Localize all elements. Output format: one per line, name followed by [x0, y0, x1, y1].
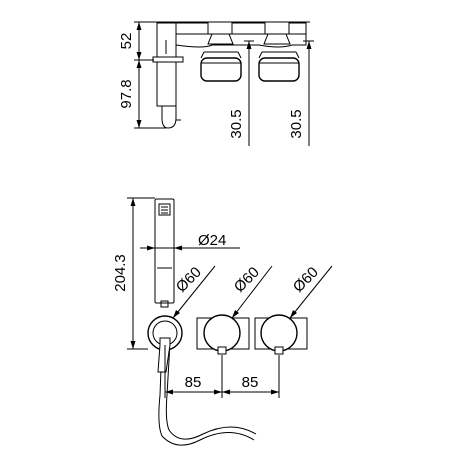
dim-97-8-label: 97.8	[118, 79, 135, 108]
dim-204-3-label: 204.3	[112, 254, 129, 292]
left-handle-front	[196, 314, 250, 355]
dim-30-5-right-label: 30.5	[288, 109, 305, 138]
dim-spacing-85-right-label: 85	[242, 374, 259, 391]
dim-line-projection-right	[303, 40, 314, 146]
leader-handshower-diameter	[140, 245, 240, 251]
dim-diameter-60-right-handle-label: Ø60	[290, 264, 322, 296]
leader-left-handle-diameter	[231, 265, 273, 319]
front-view: 204.3 Ø24 Ø60 Ø60 Ø60	[112, 197, 333, 446]
dim-line-height-top	[134, 21, 166, 129]
dim-spacing-85-left-label: 85	[185, 374, 202, 391]
left-handle-top	[200, 21, 242, 82]
handshower-front	[154, 198, 175, 308]
dim-30-5-left-label: 30.5	[228, 109, 245, 138]
right-handle-top	[258, 21, 300, 82]
top-view: 52 97.8 30.5 30.5	[118, 21, 314, 146]
dim-line-handle-spacing	[164, 345, 280, 398]
dim-diameter-24-label: Ø24	[198, 232, 226, 249]
dim-line-handshower-height	[127, 197, 155, 350]
right-handle-front	[254, 314, 308, 355]
dim-52-label: 52	[118, 33, 135, 50]
outlet-holder-top	[152, 22, 184, 129]
leader-outlet-diameter	[172, 265, 216, 319]
leader-right-handle-diameter	[289, 265, 333, 319]
dim-diameter-60-outlet-label: Ø60	[173, 264, 205, 296]
dim-line-projection-left	[244, 40, 254, 146]
outlet-front	[147, 315, 183, 373]
dim-diameter-60-left-handle-label: Ø60	[231, 264, 263, 296]
shower-hose	[158, 342, 257, 446]
